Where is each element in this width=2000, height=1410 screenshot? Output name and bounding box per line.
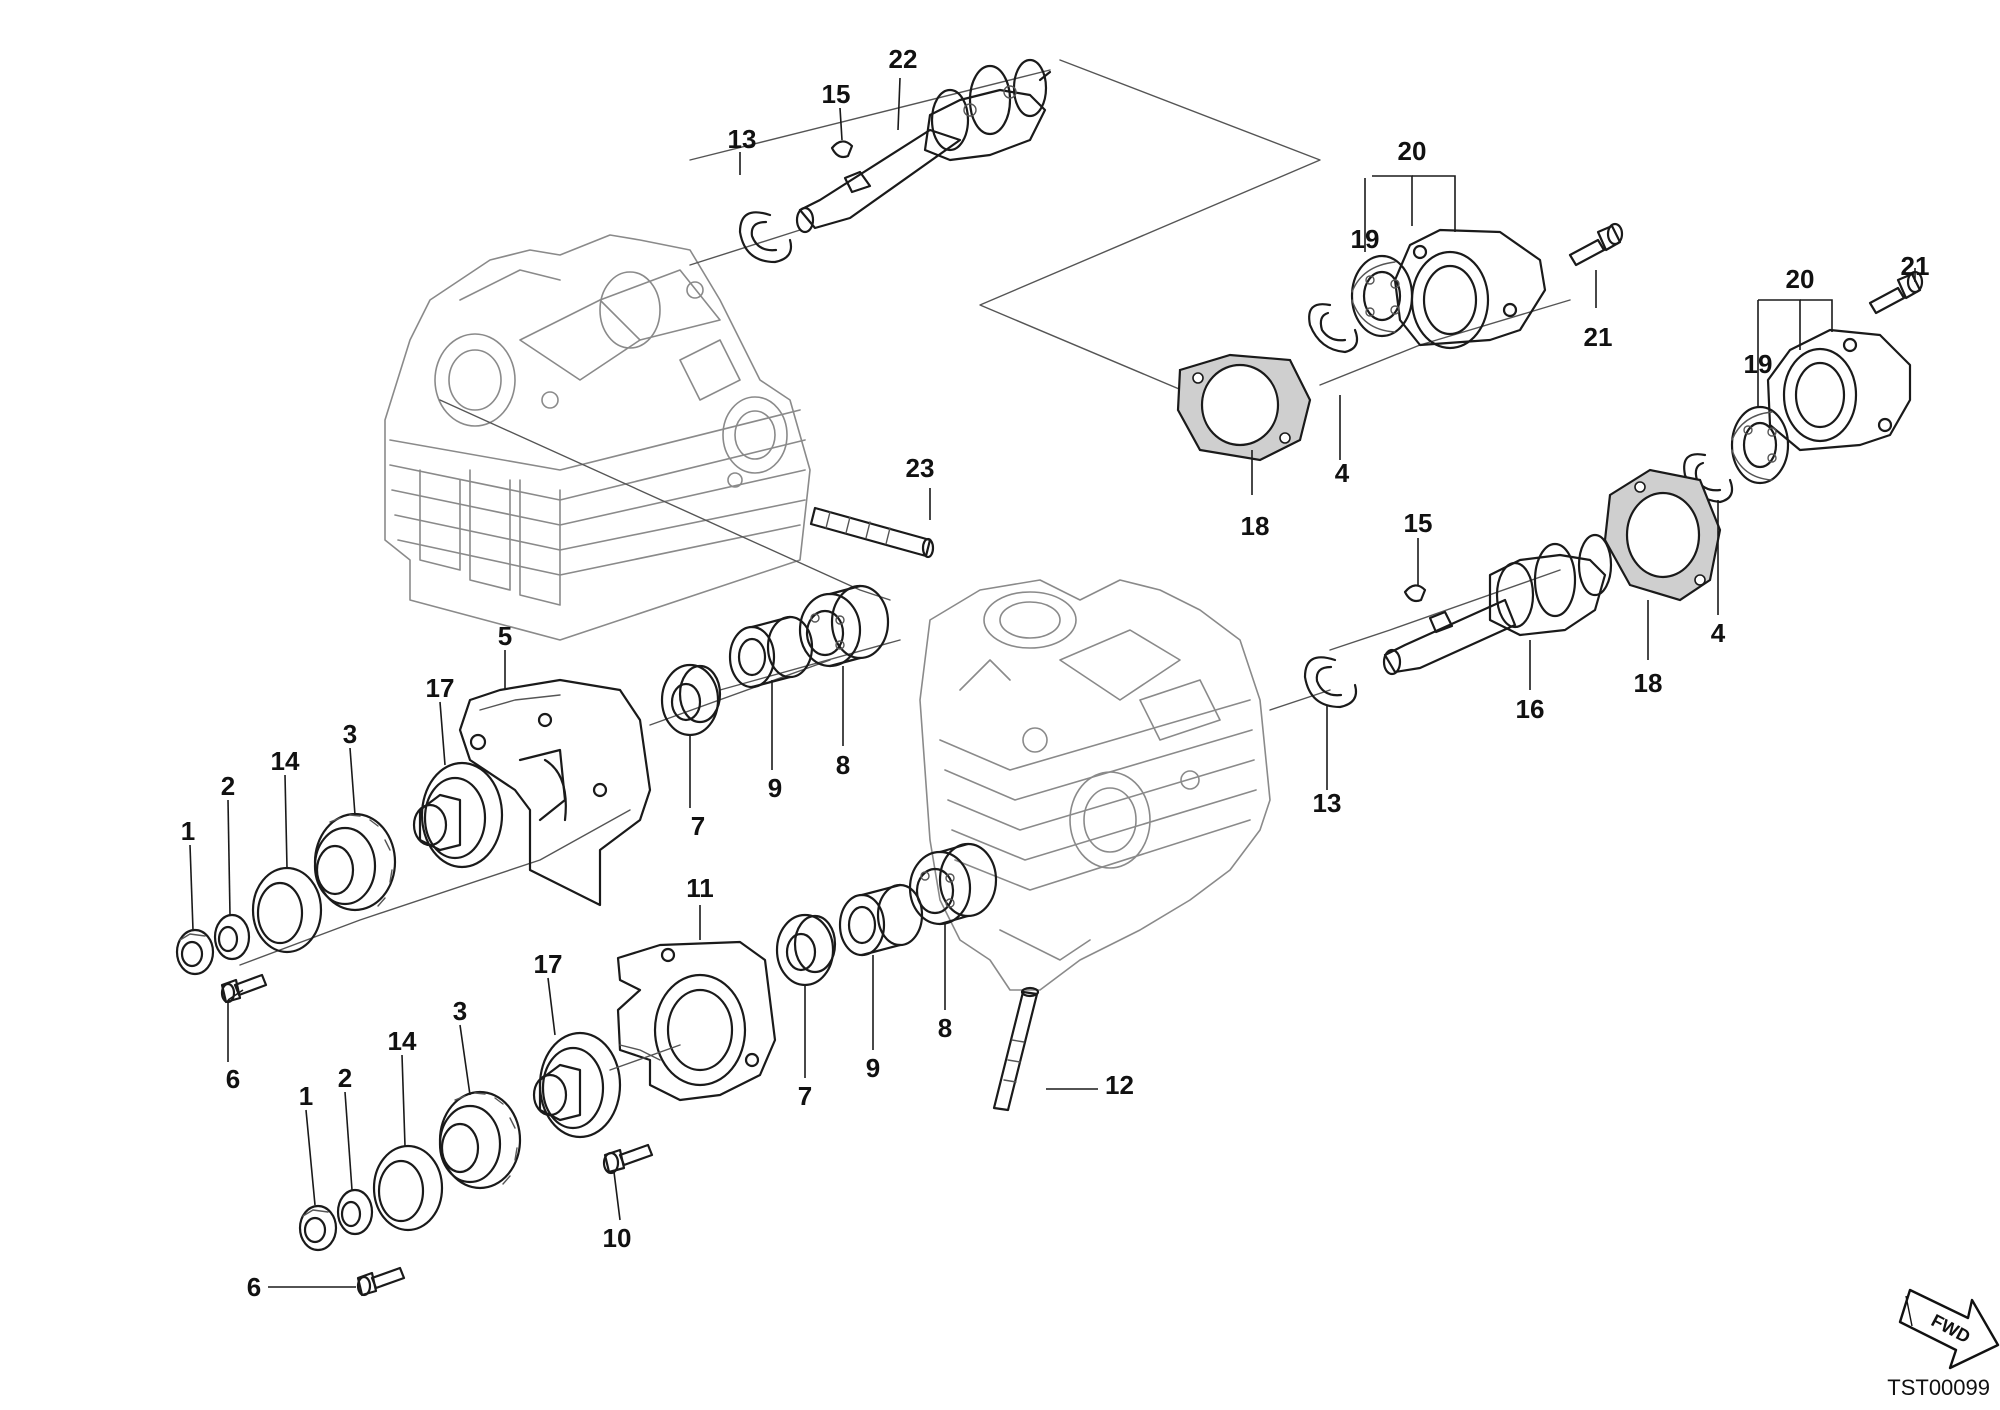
callout-2: 2: [338, 1063, 352, 1093]
assembly-lines: [239, 59, 1571, 966]
circlip-rear: [738, 211, 793, 264]
woodruff-key-top: [830, 140, 854, 159]
front-cylinder-head: [919, 579, 1271, 991]
callout-16: 16: [1516, 694, 1545, 724]
front-stud: [992, 986, 1040, 1112]
washer-small-rear-2: [213, 913, 251, 961]
callout-4: 4: [1335, 458, 1350, 488]
callout-17: 17: [534, 949, 563, 979]
bolt-rear-6: [220, 973, 268, 1004]
callout-2: 2: [221, 771, 235, 801]
callout-21: 21: [1901, 251, 1930, 281]
bearing-front-19: [1730, 405, 1790, 485]
sprocket-rear-3: [313, 812, 397, 912]
callout-11: 11: [686, 873, 714, 903]
rear-cylinder-head: [384, 234, 811, 641]
callout-8: 8: [938, 1013, 952, 1043]
callout-10: 10: [603, 1223, 632, 1253]
callout-14: 14: [271, 746, 300, 776]
callout-17: 17: [426, 673, 455, 703]
circlip-rear-4: [1308, 303, 1359, 354]
callout-3: 3: [453, 996, 467, 1026]
front-camshaft: [1382, 533, 1613, 676]
bush-front-9: [838, 883, 924, 957]
callout-9: 9: [866, 1053, 880, 1083]
callout-13: 13: [1313, 788, 1342, 818]
callout-18: 18: [1634, 668, 1663, 698]
callout-6: 6: [226, 1064, 240, 1094]
callout-3: 3: [343, 719, 357, 749]
callout-19: 19: [1351, 224, 1380, 254]
hub-rear-17: [412, 761, 504, 869]
nut-rear-1: [175, 928, 215, 976]
callout-21: 21: [1584, 322, 1613, 352]
bolt-front-6: [356, 1266, 406, 1297]
gasket-rear-18: [1176, 353, 1312, 462]
bolt-cover-10: [602, 1143, 654, 1175]
bearing-rear-8: [798, 584, 890, 668]
callout-13: 13: [728, 124, 757, 154]
callout-7: 7: [798, 1081, 812, 1111]
leader-lines: [189, 77, 1916, 1288]
callout-18: 18: [1241, 511, 1270, 541]
callout-9: 9: [768, 773, 782, 803]
callout-15: 15: [822, 79, 851, 109]
callout-12: 12: [1105, 1070, 1134, 1100]
fwd-direction-icon: FWD: [1898, 1288, 2000, 1370]
washer-front-14: [372, 1144, 444, 1232]
hub-front-17: [532, 1031, 681, 1139]
callout-4: 4: [1711, 618, 1726, 648]
washer-rear-14: [251, 866, 323, 954]
nut-front-1: [298, 1204, 338, 1252]
callout-14: 14: [388, 1026, 417, 1056]
cover-front-11: [616, 940, 777, 1102]
callout-labels: 1 2 14 3 17 5 6 7 9 8 11 1 2 14 3 17 6 1…: [181, 44, 1930, 1302]
sprocket-front-3: [438, 1090, 522, 1190]
bearing-holder-front: [1766, 328, 1912, 452]
callout-1: 1: [299, 1081, 313, 1111]
callout-19: 19: [1744, 349, 1773, 379]
callout-8: 8: [836, 750, 850, 780]
callout-15: 15: [1404, 508, 1433, 538]
woodruff-key-front: [1403, 584, 1427, 603]
callout-22: 22: [889, 44, 918, 74]
callout-23: 23: [906, 453, 935, 483]
callout-20: 20: [1398, 136, 1427, 166]
bolt-rear-21: [1568, 222, 1624, 267]
rear-stud: [809, 506, 935, 559]
callout-5: 5: [498, 621, 512, 651]
bearing-front-8: [908, 842, 998, 926]
gasket-front-18: [1603, 468, 1722, 602]
bearing-rear-19: [1350, 254, 1414, 338]
circlip-front: [1303, 656, 1358, 709]
callout-1: 1: [181, 816, 195, 846]
cover-rear-5: [458, 678, 652, 907]
washer-small-front-2: [336, 1188, 374, 1236]
callout-7: 7: [691, 811, 705, 841]
rear-camshaft: [795, 58, 1052, 234]
callout-20: 20: [1786, 264, 1815, 294]
callout-6: 6: [247, 1272, 261, 1302]
seal-front-7: [775, 913, 837, 987]
seal-rear-7: [660, 663, 722, 737]
reference-code: TST00099: [1887, 1375, 1990, 1400]
